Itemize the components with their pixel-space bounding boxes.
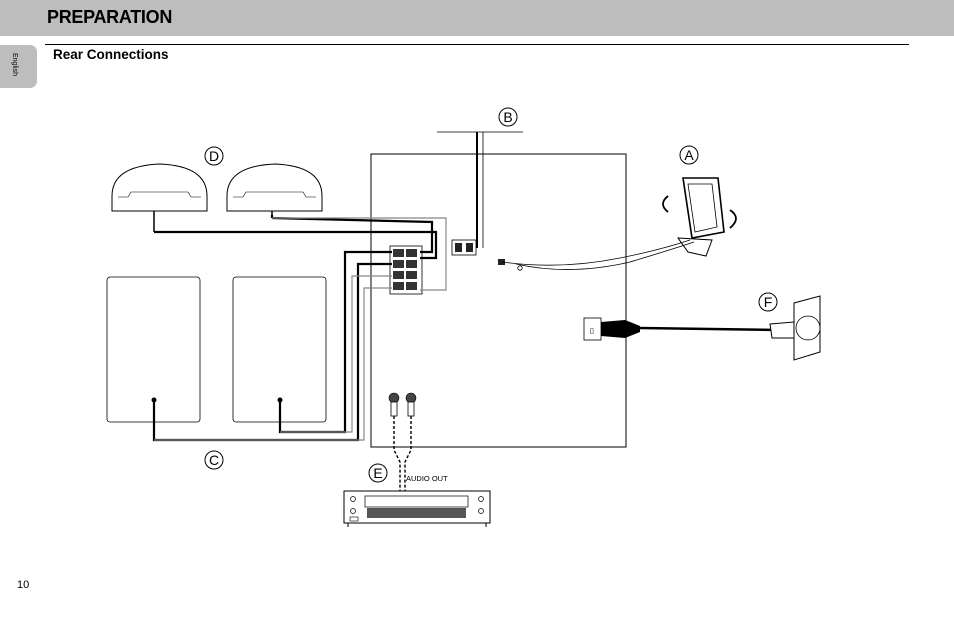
am-loop-antenna bbox=[501, 177, 737, 271]
svg-text:F: F bbox=[764, 294, 773, 310]
page-number: 10 bbox=[17, 579, 30, 591]
audio-out-label: AUDIO OUT bbox=[406, 474, 448, 483]
speaker-left-top bbox=[111, 163, 208, 232]
callout-f: F bbox=[758, 292, 778, 312]
svg-text:A: A bbox=[684, 147, 694, 163]
speaker-right-top bbox=[226, 163, 323, 218]
language-tab bbox=[0, 45, 37, 88]
callout-e: E bbox=[368, 463, 388, 483]
audio-cable bbox=[390, 401, 415, 491]
section-divider bbox=[45, 44, 909, 45]
section-title: Rear Connections bbox=[53, 47, 169, 62]
callout-c: C bbox=[204, 450, 224, 470]
callout-a: A bbox=[679, 145, 699, 165]
fm-antenna bbox=[437, 131, 523, 248]
header-bar bbox=[0, 0, 954, 36]
page-title: PREPARATION bbox=[47, 7, 173, 27]
callout-d: D bbox=[204, 146, 224, 166]
svg-text:E: E bbox=[373, 465, 382, 481]
svg-text:D: D bbox=[209, 148, 219, 164]
callout-b: B bbox=[498, 107, 518, 127]
speaker-left-bottom bbox=[106, 276, 201, 423]
mains-cord bbox=[601, 295, 821, 361]
svg-text:B: B bbox=[503, 109, 512, 125]
speaker-wires bbox=[152, 215, 447, 442]
main-unit: ▯ bbox=[370, 153, 627, 448]
external-audio-device bbox=[343, 490, 491, 527]
svg-text:C: C bbox=[209, 452, 219, 468]
svg-text:▯: ▯ bbox=[590, 326, 594, 335]
language-label: English bbox=[11, 53, 18, 76]
